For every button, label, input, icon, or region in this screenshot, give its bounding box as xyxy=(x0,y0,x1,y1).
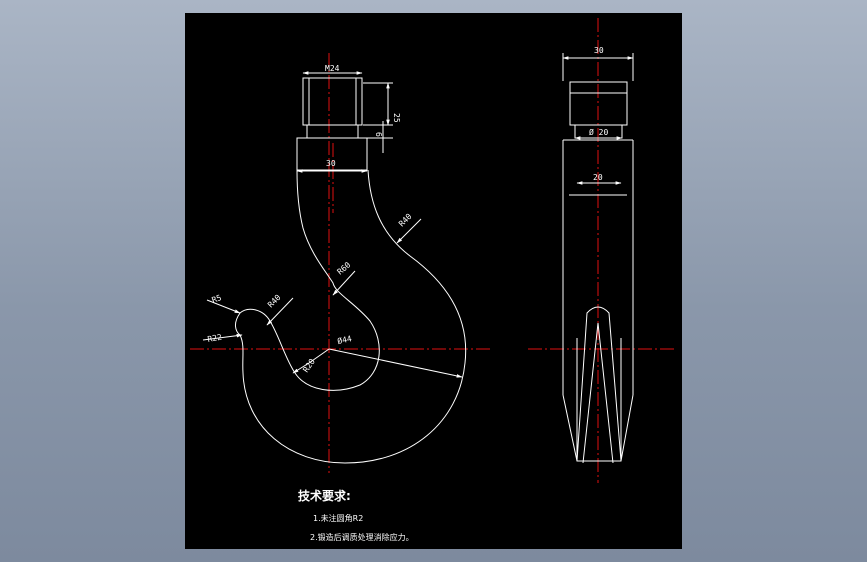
hook-outline xyxy=(235,169,467,464)
dim-r40-inner-leader xyxy=(266,297,294,326)
dim-thread: M24 xyxy=(325,64,340,73)
dim-phi-outer-leader xyxy=(328,348,463,378)
dim-r60-leader xyxy=(332,270,356,296)
dim-side-width-inner: 20 xyxy=(593,173,603,182)
dim-r5-leader xyxy=(206,299,241,314)
dim-r20-leader-2 xyxy=(292,362,310,374)
dim-r20-leader xyxy=(308,348,330,364)
dim-r60: R60 xyxy=(336,260,353,276)
dim-neck: 25 xyxy=(392,113,401,123)
dim-r22: R22 xyxy=(207,333,223,344)
side-nut xyxy=(569,81,628,139)
drawing-sheet: M24 25 6 30 R40 R60 R5 R40 R22 Ø44 R20 xyxy=(185,13,682,549)
front-nut xyxy=(302,77,363,139)
notes-title: 技术要求: xyxy=(298,488,351,503)
dim-r40-outer-leader xyxy=(396,218,422,244)
dim-side-width-top: 30 xyxy=(594,46,604,55)
hook-drawing: M24 25 6 30 R40 R60 R5 R40 R22 Ø44 R20 xyxy=(190,18,675,542)
side-body xyxy=(562,139,634,464)
dim-r22-leader xyxy=(202,333,243,341)
dim-groove: 6 xyxy=(374,132,383,137)
dim-r40-outer: R40 xyxy=(397,212,414,229)
dim-phi-outer: Ø44 xyxy=(336,333,352,346)
notes-item-1: 1.未注圆角R2 xyxy=(313,513,363,523)
dim-r5: R5 xyxy=(211,293,223,305)
notes-item-2: 2.锻造后调质处理消除应力。 xyxy=(310,532,414,542)
dim-r40-inner: R40 xyxy=(266,293,283,310)
dim-shank-width: 30 xyxy=(326,159,336,168)
dim-side-dia: Ø 20 xyxy=(589,127,608,137)
